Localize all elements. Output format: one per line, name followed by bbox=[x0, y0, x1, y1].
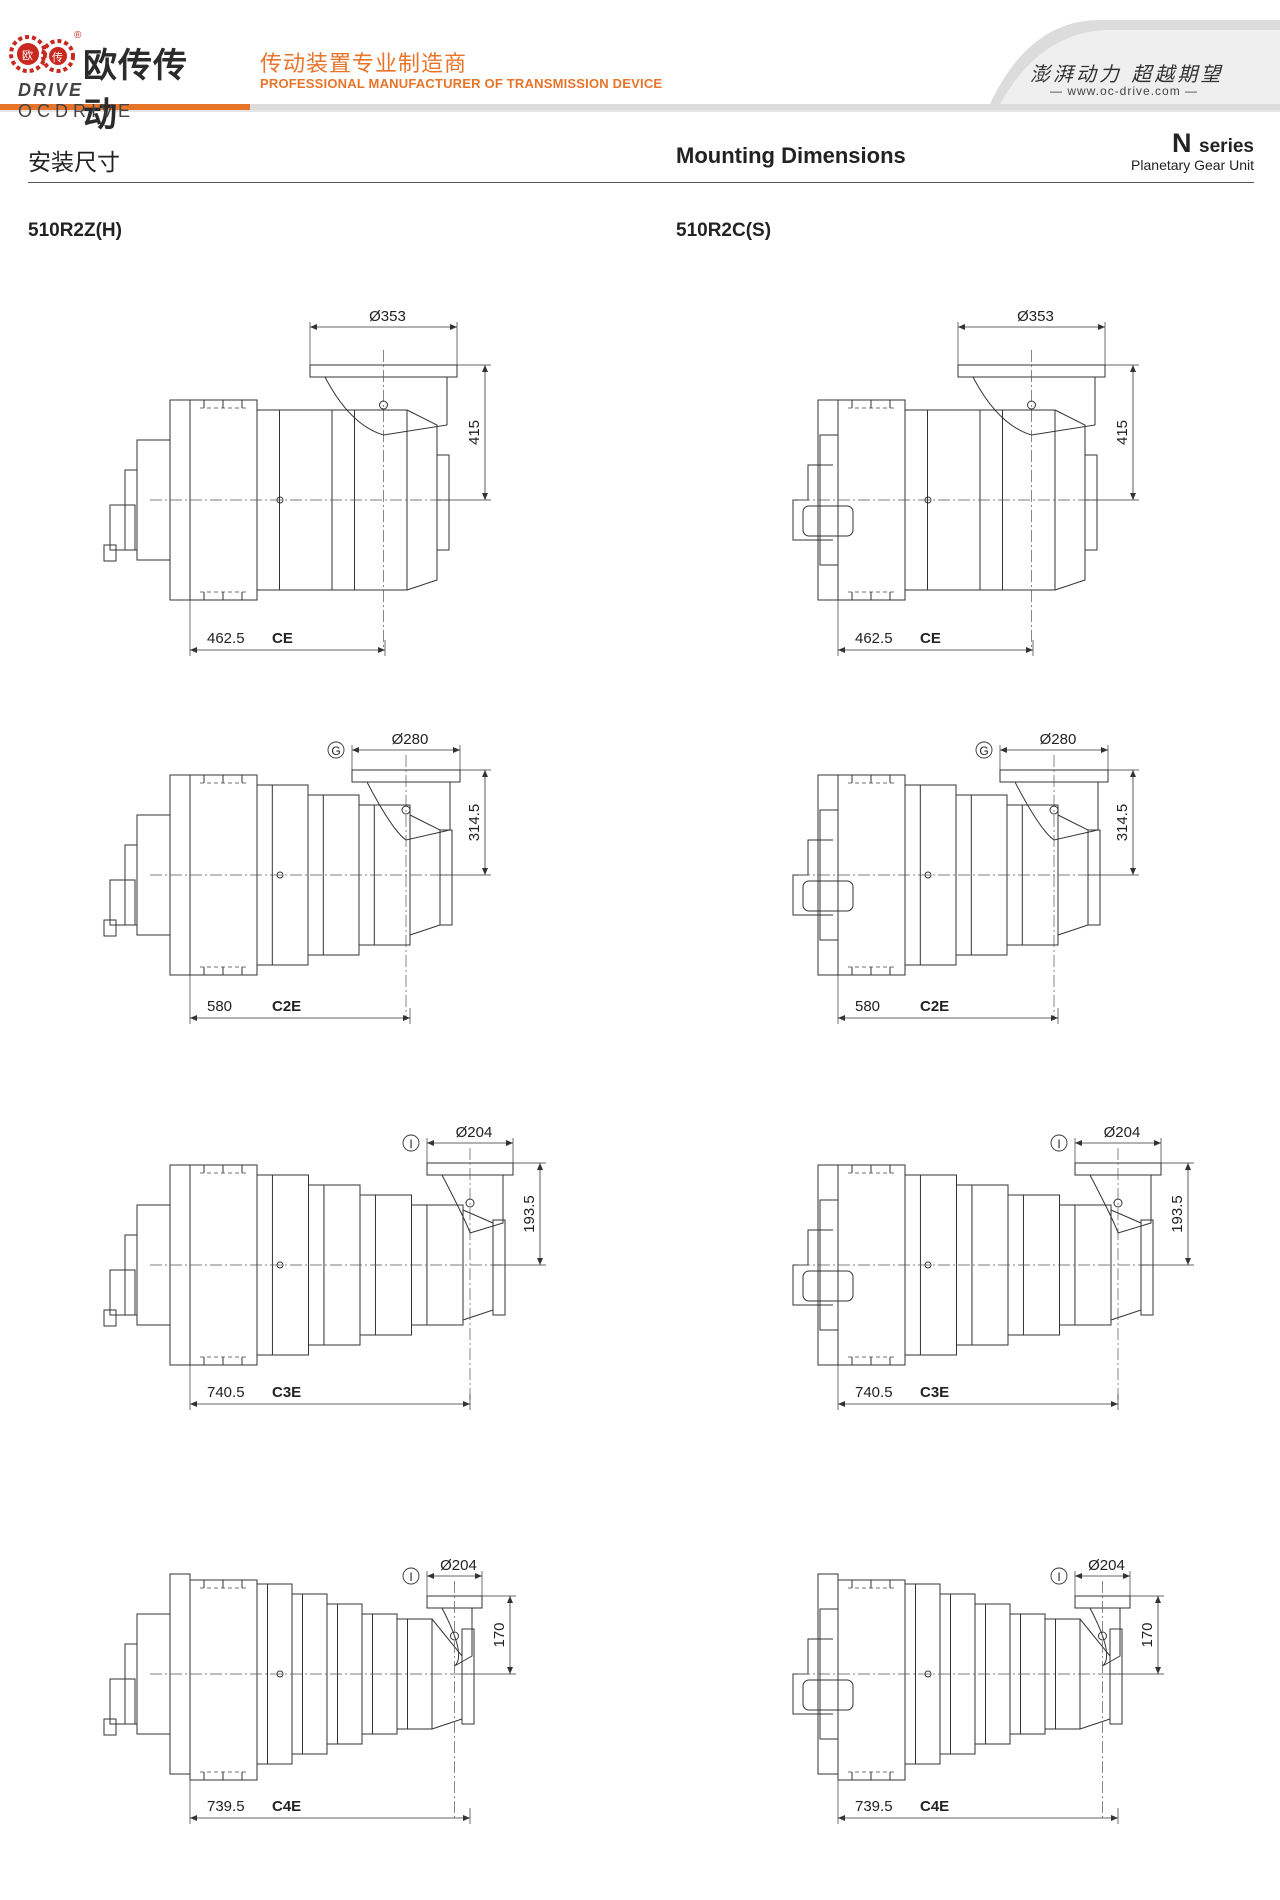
height-label: 415 bbox=[466, 420, 483, 445]
code-label: C2E bbox=[272, 998, 301, 1015]
code-label: CE bbox=[920, 630, 941, 647]
code-label: C3E bbox=[272, 1384, 301, 1401]
logo-chinese-name: 欧传传动 bbox=[83, 46, 188, 135]
model-label-left: 510R2Z(H) bbox=[28, 220, 122, 241]
view-marker: G bbox=[331, 744, 340, 758]
title-divider bbox=[28, 182, 1254, 183]
view-marker: I bbox=[1057, 1137, 1060, 1151]
code-label: C4E bbox=[272, 1798, 301, 1815]
slogan: 澎湃动力 超越期望 bbox=[1030, 62, 1224, 86]
view-marker-circle bbox=[975, 741, 993, 759]
code-label: CE bbox=[272, 630, 293, 647]
logo-english-brand: OCDRIVE bbox=[18, 101, 136, 121]
height-label: 170 bbox=[1139, 1622, 1156, 1647]
diameter-label: Ø204 bbox=[1088, 1557, 1125, 1574]
series-letter: N bbox=[1172, 128, 1192, 158]
view-marker: I bbox=[1057, 1570, 1060, 1584]
code-label: C4E bbox=[920, 1798, 949, 1815]
view-marker: I bbox=[409, 1137, 412, 1151]
view-marker-circle bbox=[1050, 1134, 1068, 1152]
length-label: 462.5 bbox=[855, 630, 893, 647]
height-label: 314.5 bbox=[1114, 804, 1131, 842]
company-logo: 欧 传 ® 欧传传动 DRIVE OCDRIVE bbox=[8, 30, 208, 135]
height-label: 415 bbox=[1114, 420, 1131, 445]
tagline-chinese: 传动装置专业制造商 bbox=[260, 52, 468, 77]
view-marker-circle bbox=[327, 741, 345, 759]
series-subtitle: Planetary Gear Unit bbox=[1131, 157, 1254, 173]
diameter-label: Ø204 bbox=[440, 1557, 477, 1574]
length-label: 462.5 bbox=[207, 630, 245, 647]
diameter-label: Ø204 bbox=[1104, 1124, 1141, 1141]
height-label: 193.5 bbox=[1169, 1195, 1186, 1233]
diameter-label: Ø353 bbox=[369, 308, 406, 325]
website: — www.oc-drive.com — bbox=[1050, 84, 1199, 98]
page-title-chinese: 安装尺寸 bbox=[28, 150, 120, 176]
series-word: series bbox=[1199, 136, 1254, 157]
view-marker-circle bbox=[1050, 1567, 1068, 1585]
height-label: 193.5 bbox=[521, 1195, 538, 1233]
logo-badge-1: 欧 bbox=[22, 49, 33, 62]
view-marker-circle bbox=[402, 1567, 420, 1585]
gearbox-drawing-left-1: Ø353 415 462.5 CE bbox=[103, 308, 491, 656]
diameter-label: Ø280 bbox=[392, 731, 429, 748]
tagline-english: PROFESSIONAL MANUFACTURER OF TRANSMISSIO… bbox=[260, 76, 663, 91]
view-marker: I bbox=[409, 1570, 412, 1584]
length-label: 739.5 bbox=[855, 1798, 893, 1815]
view-marker: G bbox=[979, 744, 988, 758]
registered-mark: ® bbox=[74, 30, 82, 41]
series-label: N series Planetary Gear Unit bbox=[1131, 128, 1254, 173]
logo-english-prefix: DRIVE bbox=[18, 80, 84, 100]
diameter-label: Ø204 bbox=[456, 1124, 493, 1141]
length-label: 739.5 bbox=[207, 1798, 245, 1815]
height-label: 170 bbox=[491, 1622, 508, 1647]
logo-english-name: DRIVE OCDRIVE bbox=[18, 80, 208, 122]
code-label: C3E bbox=[920, 1384, 949, 1401]
length-label: 740.5 bbox=[207, 1384, 245, 1401]
length-label: 580 bbox=[207, 998, 232, 1015]
gear-logo-icon: 欧 传 bbox=[9, 35, 75, 73]
view-marker-circle bbox=[402, 1134, 420, 1152]
page-title-english: Mounting Dimensions bbox=[676, 143, 906, 168]
diameter-label: Ø353 bbox=[1017, 308, 1054, 325]
height-label: 314.5 bbox=[466, 804, 483, 842]
page-header: 欧 传 ® 欧传传动 DRIVE OCDRIVE 传动装置专业制造商 PROFE… bbox=[0, 0, 1280, 135]
length-label: 580 bbox=[855, 998, 880, 1015]
diameter-label: Ø280 bbox=[1040, 731, 1077, 748]
header-band bbox=[0, 20, 1280, 112]
model-label-right: 510R2C(S) bbox=[676, 220, 772, 241]
code-label: C2E bbox=[920, 998, 949, 1015]
website-text: www.oc-drive.com bbox=[1067, 84, 1181, 98]
gearbox-drawing-right-1: Ø353 415 462.5 CE bbox=[792, 308, 1139, 656]
length-label: 740.5 bbox=[855, 1384, 893, 1401]
logo-badge-2: 传 bbox=[52, 51, 63, 64]
